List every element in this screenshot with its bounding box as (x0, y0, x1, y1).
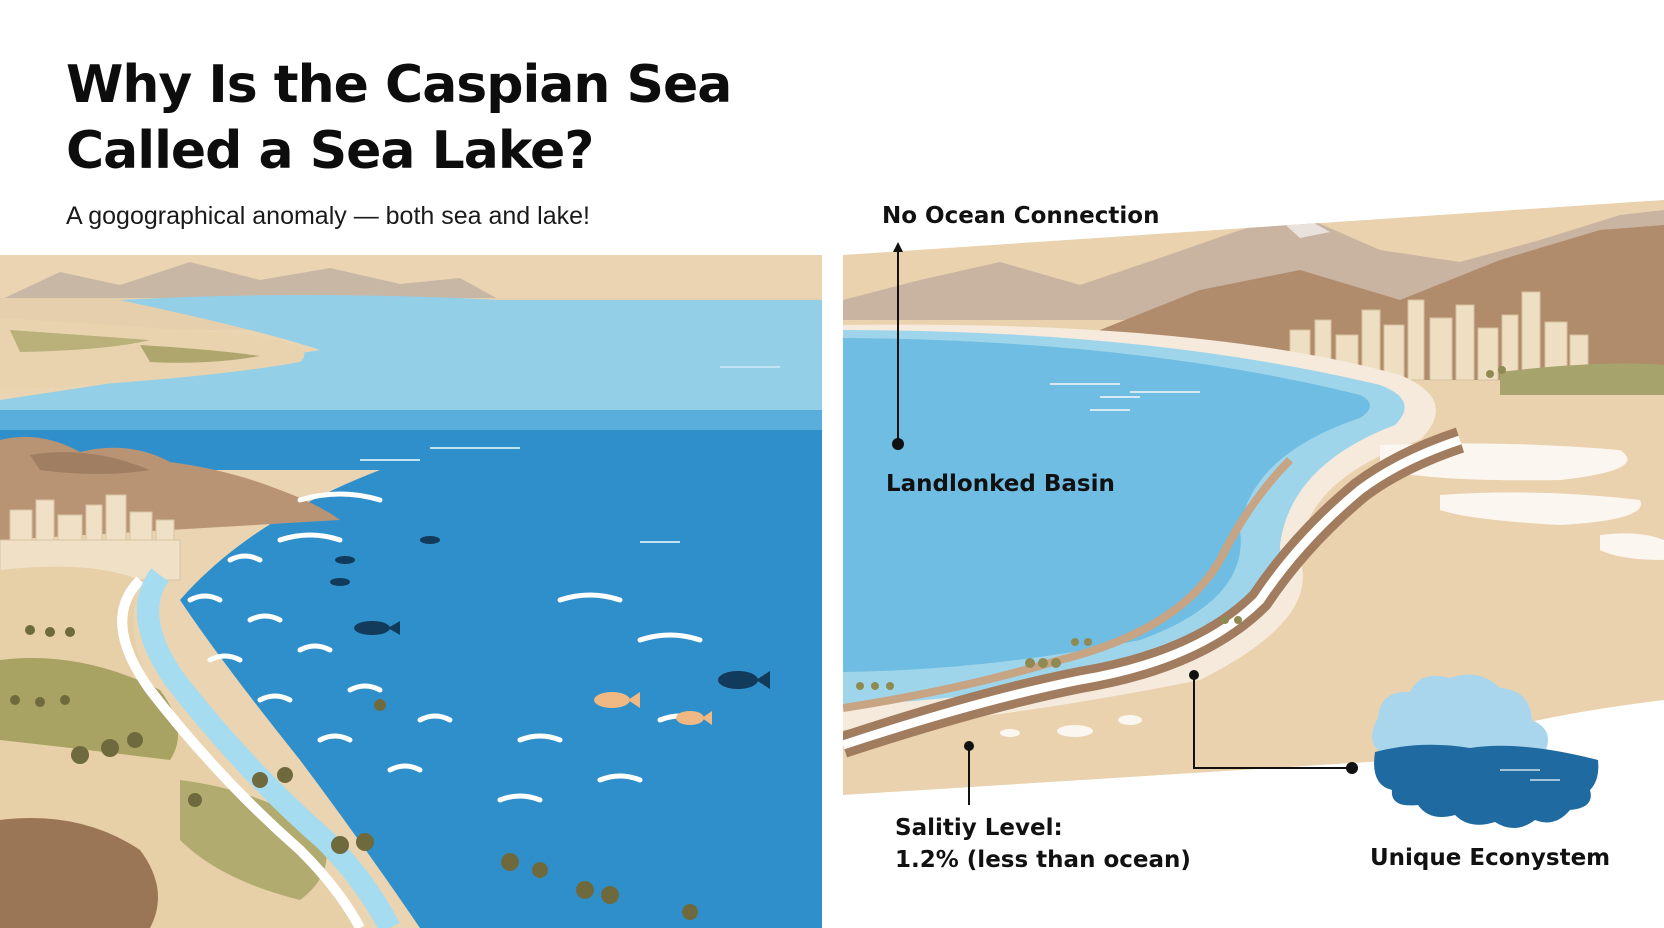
left-trees (10, 625, 698, 920)
right-trees (856, 366, 1506, 690)
salinity-line-2: 1.2% (less than ocean) (895, 847, 1191, 873)
ecosystem-icon (1371, 674, 1599, 829)
left-waves (187, 491, 703, 803)
right-panel-basin-view (843, 200, 1664, 795)
label-landlocked-basin: Landlonked Basin (886, 471, 1115, 497)
page-subtitle: A gogographical anomaly — both sea and l… (66, 202, 590, 230)
label-unique-ecosystem: Unique Econystem (1370, 845, 1611, 871)
label-salinity-level: Salitiy Level: 1.2% (less than ocean) (895, 812, 1191, 876)
left-distant-ripples (360, 366, 780, 543)
left-panel-sea-view (0, 255, 822, 928)
label-no-ocean-connection: No Ocean Connection (882, 203, 1160, 229)
basin-water (843, 338, 1370, 672)
left-shallow-water (0, 295, 822, 430)
title-line-2: Called a Sea Lake? (66, 121, 594, 181)
left-distant-mountains (0, 262, 500, 300)
fish-group (330, 536, 770, 725)
left-deep-water (0, 430, 822, 928)
salinity-line-1: Salitiy Level: (895, 815, 1063, 841)
title-line-1: Why Is the Caspian Sea (66, 55, 732, 115)
left-surf-line (117, 576, 365, 928)
callout-lines (892, 242, 1358, 805)
page-title: Why Is the Caspian Sea Called a Sea Lake… (66, 52, 886, 184)
